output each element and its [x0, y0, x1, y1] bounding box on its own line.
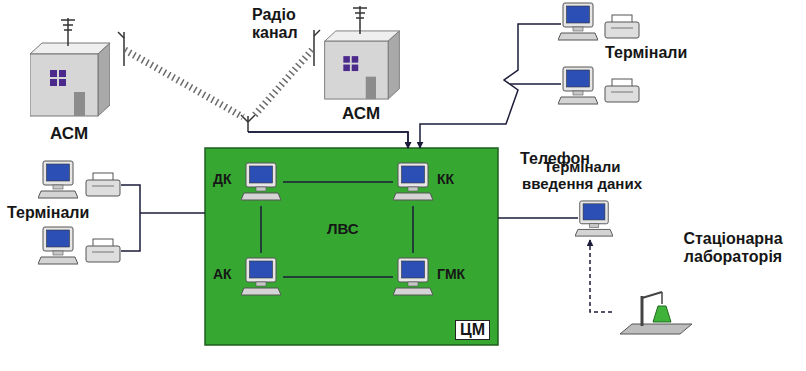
node-label: АК — [213, 266, 232, 282]
computer-node: КК — [393, 158, 463, 206]
text-slot: ЛВС — [327, 220, 359, 238]
computer-node: ГМК — [393, 253, 483, 301]
connector — [150, 213, 205, 214]
roof-antenna — [353, 6, 367, 34]
computer-icon — [241, 258, 281, 295]
text-slot: ГМК — [437, 265, 465, 283]
computer-icon — [558, 3, 598, 40]
connector — [413, 206, 414, 253]
radio-wave — [125, 50, 243, 117]
terminal-bracket — [121, 185, 150, 251]
text-slot: КК — [437, 170, 454, 188]
node-label: ГМК — [437, 266, 465, 282]
radio-antenna — [314, 30, 320, 66]
connector — [261, 206, 262, 253]
connector-line — [498, 217, 512, 219]
node-label: ЛВС — [327, 220, 359, 237]
connector — [498, 218, 512, 219]
receiving-antenna — [241, 115, 255, 132]
text-slot: Телефон — [520, 150, 590, 168]
centre-panel — [205, 148, 498, 345]
text-slot: АСМ — [50, 124, 88, 144]
text-slot: ЦМ — [455, 320, 490, 340]
printer-icon — [605, 15, 639, 38]
computer-icon — [393, 258, 433, 295]
connector-line — [248, 132, 408, 148]
terminal-lead — [545, 23, 561, 25]
text-slot: Термінали — [7, 204, 89, 222]
radio-antenna — [118, 32, 125, 66]
connector — [283, 182, 393, 183]
text-slot: Стаціонарна лабораторія — [667, 230, 799, 267]
printer-icon — [605, 79, 639, 102]
node-label: КК — [437, 171, 454, 187]
connector-line — [420, 24, 545, 148]
connector-line — [412, 206, 414, 253]
node-label: ДК — [213, 171, 232, 187]
computer-node: ДК — [213, 158, 283, 206]
line-label: Телефон — [520, 150, 590, 168]
roof-antenna — [61, 18, 75, 46]
laboratory-node: Стаціонарна лабораторія — [612, 228, 802, 346]
node-label: Термінали — [7, 204, 89, 222]
computer-icon — [575, 201, 613, 236]
terminal-group: Термінали — [5, 160, 150, 272]
text-slot: Радіо канал — [252, 6, 324, 43]
computer-icon — [241, 163, 281, 200]
node-label: АСМ — [342, 104, 380, 124]
connector-line — [150, 212, 205, 214]
node-label: ЦМ — [455, 320, 490, 340]
terminal-lead — [512, 217, 578, 219]
laboratory-icon — [620, 292, 692, 334]
printer-icon — [86, 239, 120, 262]
computer-icon — [558, 67, 598, 104]
node-label: Стаціонарна лабораторія — [667, 230, 799, 267]
station-node: АСМ — [312, 8, 412, 128]
station-node: АСМ — [20, 10, 125, 150]
connector — [420, 24, 545, 148]
connector-line — [260, 206, 262, 253]
text-slot: АК — [213, 265, 232, 283]
connector-line — [283, 276, 393, 278]
connector — [283, 277, 393, 278]
computer-node: АК — [213, 253, 283, 301]
node-label: АСМ — [50, 124, 88, 144]
station-building — [325, 31, 400, 99]
computer-icon — [393, 163, 433, 200]
connector — [590, 240, 612, 312]
computer-icon — [38, 161, 78, 198]
channel-label: Радіо канал — [252, 6, 324, 43]
station-building — [30, 43, 110, 116]
printer-icon — [86, 173, 120, 196]
text-slot: АСМ — [342, 104, 380, 124]
connector-line — [590, 240, 612, 312]
centre-box: ЛВС ЦМ ДК КК АК ГМК — [205, 148, 498, 345]
connector — [125, 50, 408, 148]
node-label: Термінали — [605, 44, 687, 62]
computer-icon — [38, 227, 78, 264]
connector-line — [248, 132, 408, 148]
connector-line — [283, 181, 393, 183]
input-terminal: Термінали введення даних — [512, 158, 654, 240]
connector — [248, 50, 408, 148]
text-slot: Термінали — [605, 44, 687, 62]
text-slot: ДК — [213, 170, 232, 188]
terminal-lead — [510, 83, 561, 85]
radio-wave — [253, 50, 312, 117]
terminal-group: Термінали — [545, 2, 695, 110]
